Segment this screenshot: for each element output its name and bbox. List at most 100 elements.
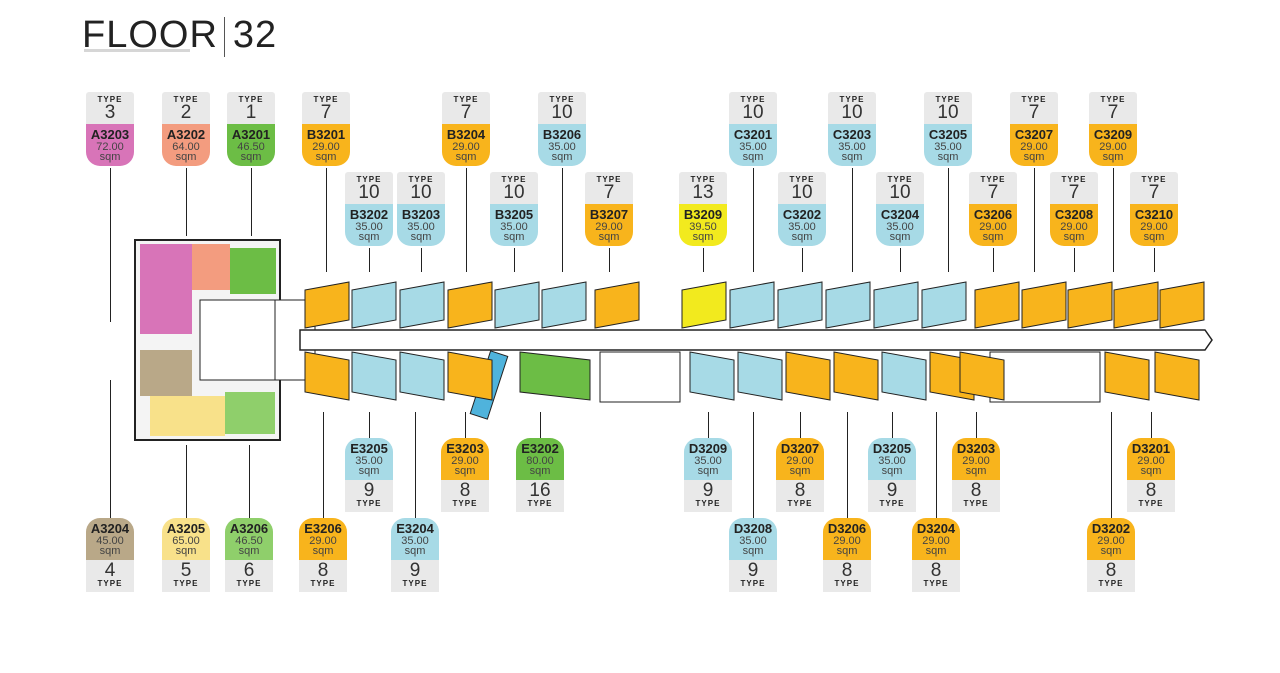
unit-area: 29.00 xyxy=(1140,221,1168,233)
type-label: TYPE xyxy=(356,175,382,184)
type-number: 9 xyxy=(702,480,714,501)
unit-area-unit: sqm xyxy=(697,465,719,477)
unit-area-unit: sqm xyxy=(175,545,197,557)
unit-code: A3201 xyxy=(231,127,271,142)
leader-line xyxy=(1151,412,1152,438)
unit-area-unit: sqm xyxy=(841,151,863,163)
unit-code: D3201 xyxy=(1131,441,1171,456)
unit-area-unit: sqm xyxy=(1063,231,1085,243)
unit-a3204-plan xyxy=(140,350,192,396)
unit-area: 29.00 xyxy=(962,455,990,467)
type-label: TYPE xyxy=(963,499,989,508)
leader-line xyxy=(323,412,324,518)
unit-area-unit: sqm xyxy=(1143,231,1165,243)
unit-area: 29.00 xyxy=(1097,535,1125,547)
unit-area: 35.00 xyxy=(407,221,435,233)
unit-c3204-plan xyxy=(873,281,919,329)
unit-area-unit: sqm xyxy=(404,545,426,557)
type-label: TYPE xyxy=(356,499,382,508)
leader-line xyxy=(110,380,111,518)
leader-line xyxy=(852,168,853,272)
type-label: TYPE xyxy=(1141,175,1167,184)
type-label: TYPE xyxy=(173,95,199,104)
unit-d3201-plan xyxy=(1154,351,1200,401)
type-number: 7 xyxy=(1028,102,1040,123)
unit-area: 35.00 xyxy=(788,221,816,233)
unit-code: C3201 xyxy=(733,127,773,142)
core-west xyxy=(199,299,276,381)
unit-a3205-plan xyxy=(150,396,225,436)
type-label: TYPE xyxy=(935,95,961,104)
type-label: TYPE xyxy=(740,95,766,104)
type-number: 7 xyxy=(987,182,999,203)
unit-c3206-plan xyxy=(974,281,1020,329)
unit-code: B3202 xyxy=(349,207,389,222)
type-number: 9 xyxy=(363,480,375,501)
unit-area: 29.00 xyxy=(1060,221,1088,233)
unit-b3201-plan xyxy=(304,281,350,329)
building-outline xyxy=(134,239,1213,441)
type-label: TYPE xyxy=(789,175,815,184)
unit-area-unit: sqm xyxy=(692,231,714,243)
type-number: 7 xyxy=(1068,182,1080,203)
type-label: TYPE xyxy=(695,499,721,508)
type-label: TYPE xyxy=(1021,95,1047,104)
type-label: TYPE xyxy=(1098,579,1124,588)
unit-a3203-plan-2 xyxy=(140,294,192,334)
leader-line xyxy=(1154,248,1155,272)
unit-area-unit: sqm xyxy=(789,465,811,477)
unit-code: D3204 xyxy=(916,521,956,536)
unit-area: 35.00 xyxy=(886,221,914,233)
corridor xyxy=(299,329,1213,351)
type-number: 10 xyxy=(889,182,911,203)
